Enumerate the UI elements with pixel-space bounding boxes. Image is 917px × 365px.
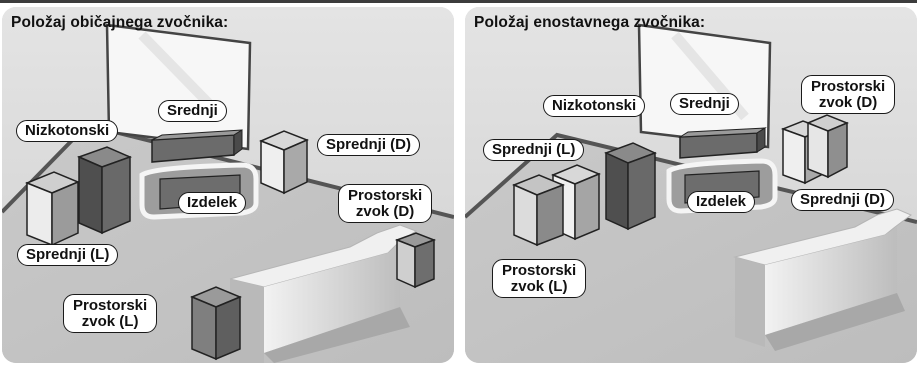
panel-title: Položaj običajnega zvočnika: [11, 14, 229, 31]
label-product: Izdelek [687, 191, 756, 213]
simple-room-illustration [465, 7, 917, 363]
label-surround-left: Prostorski zvok (L) [492, 259, 587, 298]
top-rule [0, 0, 917, 3]
panel-title: Položaj enostavnega zvočnika: [474, 14, 706, 31]
simple-speaker-panel: Položaj enostavnega zvočnika: Nizkotonsk… [465, 7, 917, 363]
label-front-right: Sprednji (D) [791, 189, 894, 211]
label-subwoofer: Nizkotonski [543, 95, 646, 117]
label-surround-left: Prostorski zvok (L) [63, 294, 158, 333]
label-center: Srednji [670, 93, 739, 115]
label-front-left: Sprednji (L) [17, 244, 119, 266]
label-center: Srednji [158, 100, 227, 122]
label-product: Izdelek [178, 192, 247, 214]
label-surround-right: Prostorski zvok (D) [801, 75, 896, 114]
standard-speaker-panel: Položaj običajnega zvočnika: Srednji Niz… [2, 7, 454, 363]
label-front-right: Sprednji (D) [317, 134, 420, 156]
label-subwoofer: Nizkotonski [16, 120, 119, 142]
sofa [229, 224, 418, 288]
label-surround-right: Prostorski zvok (D) [338, 184, 433, 223]
label-front-left: Sprednji (L) [483, 139, 585, 161]
